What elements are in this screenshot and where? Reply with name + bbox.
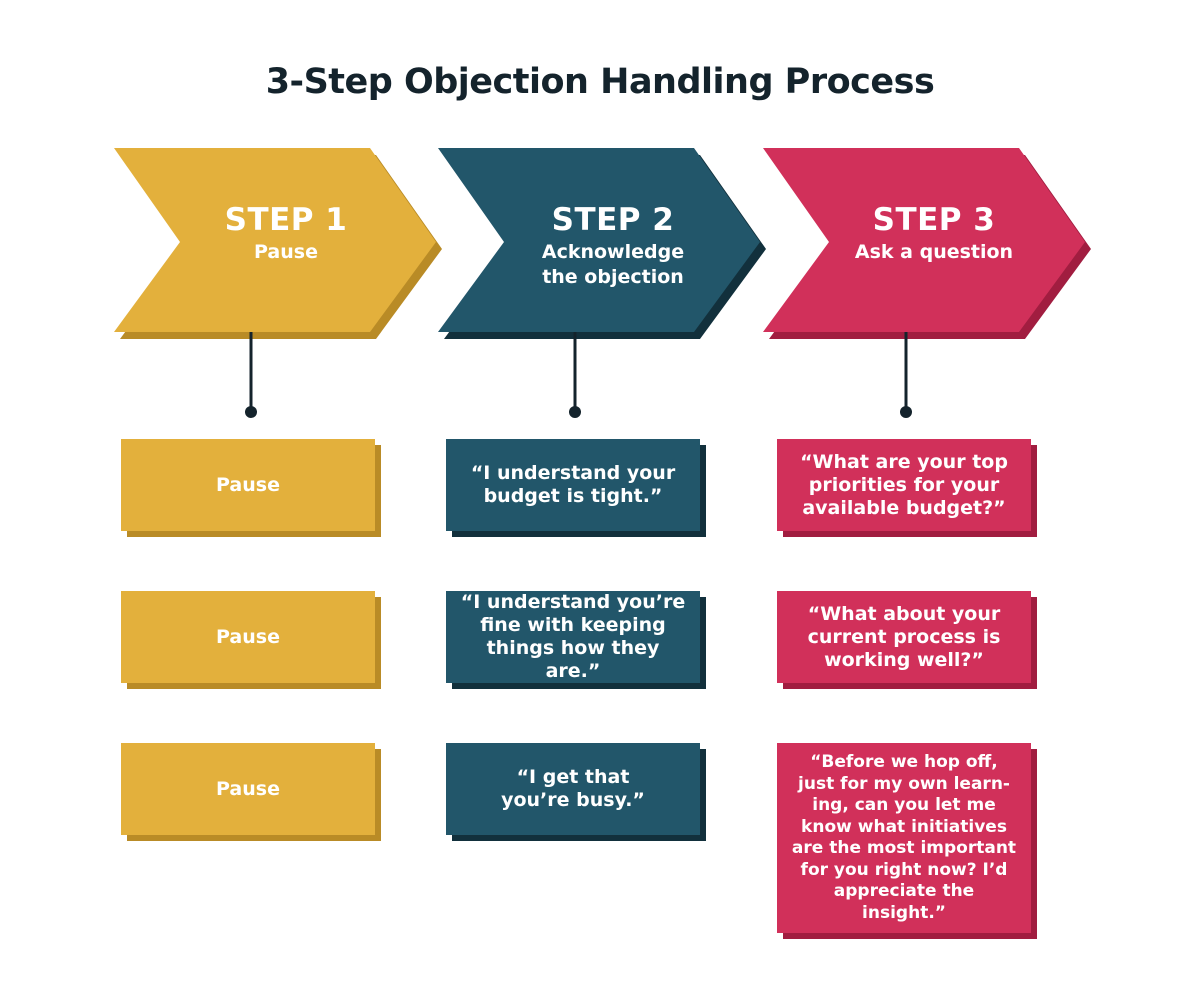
step-2-heading: STEP 2 (551, 202, 675, 238)
step-1-box-1: Pause (121, 439, 375, 531)
step-3-chevron (763, 148, 1091, 339)
step-2-box-3: “I get that you’re busy.” (446, 743, 700, 835)
step-2-label: STEP 2 Acknowledge the objection (498, 202, 728, 290)
step-2-box-1: “I understand your budget is tight.” (446, 439, 700, 531)
step-2-connector (569, 332, 581, 418)
step-1-label: STEP 1 Pause (171, 202, 401, 265)
step-3-label: STEP 3 Ask a question (819, 202, 1049, 265)
step-1-box-3: Pause (121, 743, 375, 835)
step-1-heading: STEP 1 (224, 202, 348, 238)
step-1-box-2: Pause (121, 591, 375, 683)
step-3-connector (900, 332, 912, 418)
step-2-chevron (438, 148, 766, 339)
step-3-box-2: “What about your current process is work… (777, 591, 1031, 683)
step-1-subtitle: Pause (254, 241, 318, 263)
step-3-box-1: “What are your top priorities for your a… (777, 439, 1031, 531)
step-2-subtitle: Acknowledge the objection (541, 241, 685, 288)
step-3-heading: STEP 3 (872, 202, 996, 238)
step-3-subtitle: Ask a question (854, 241, 1014, 263)
step-1-connector (245, 332, 257, 418)
step-3-box-3: “Before we hop off, just for my own lear… (777, 743, 1031, 933)
step-1-chevron (114, 148, 442, 339)
diagram-title: 3-Step Objection Handling Process (265, 62, 935, 102)
step-2-box-2: “I understand you’re fine with keeping t… (446, 591, 700, 683)
